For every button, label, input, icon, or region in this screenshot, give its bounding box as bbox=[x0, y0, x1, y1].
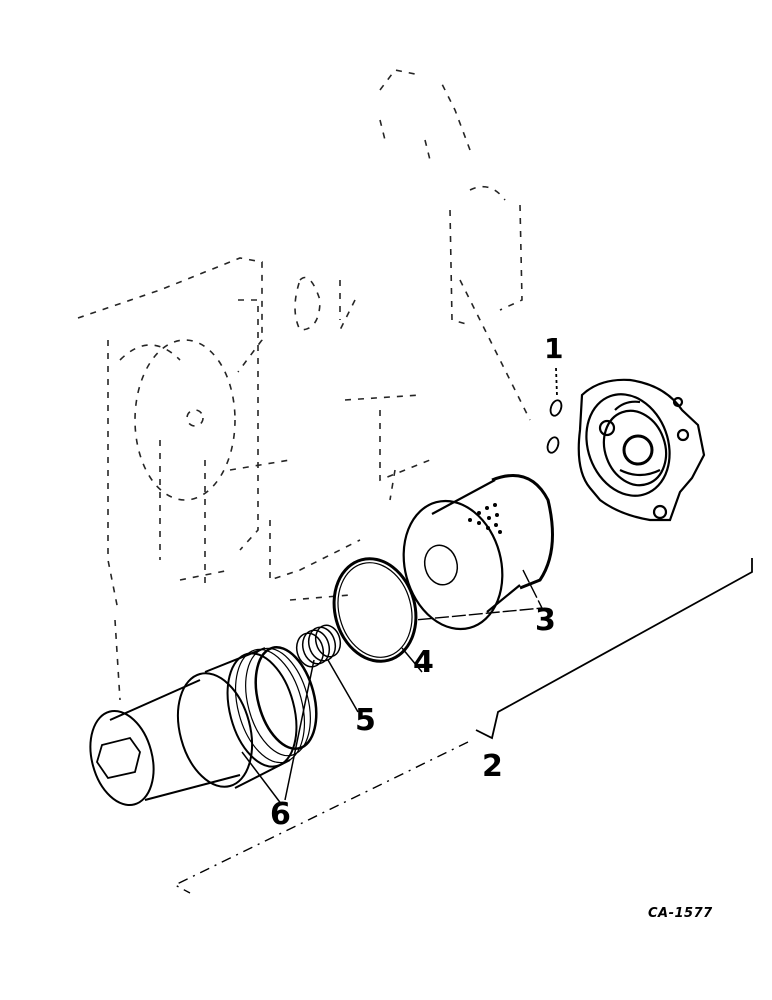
callout-1: 1 bbox=[544, 332, 564, 365]
callout-6: 6 bbox=[270, 797, 291, 832]
spring bbox=[295, 624, 359, 713]
callout-5: 5 bbox=[355, 703, 376, 738]
figure-caption: CA-1577 bbox=[648, 906, 713, 921]
callout-4: 4 bbox=[413, 645, 434, 680]
callout-2: 2 bbox=[482, 749, 503, 784]
assembly-bracket bbox=[173, 558, 753, 894]
filter-element bbox=[402, 474, 554, 631]
o-rings bbox=[546, 367, 563, 454]
filter-head bbox=[577, 378, 706, 522]
engine-block-outline bbox=[77, 69, 531, 701]
gasket-ring bbox=[332, 557, 423, 673]
filter-housing bbox=[89, 646, 318, 807]
callout-3: 3 bbox=[535, 603, 556, 638]
